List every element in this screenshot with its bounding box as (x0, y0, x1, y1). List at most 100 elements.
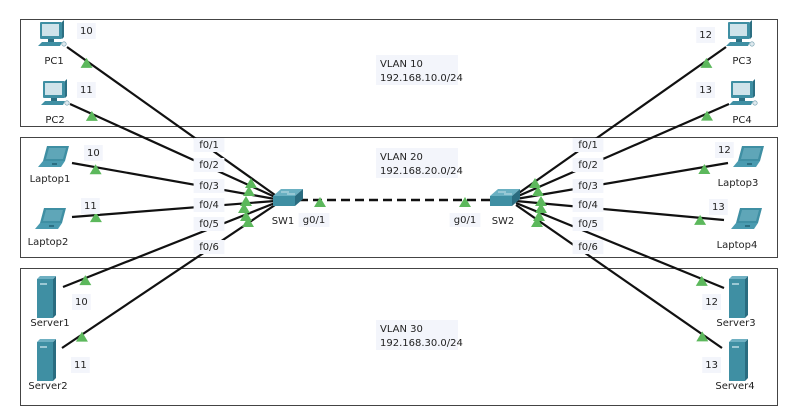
sw1-switch-icon[interactable] (273, 189, 303, 206)
link-status-sw1-f0-2 (243, 186, 255, 196)
link-status-sw2-f0-3 (535, 196, 547, 206)
server3-label-text: Server3 (716, 318, 755, 329)
link-status-server1 (79, 275, 92, 286)
sw2-port-f0-6-text: f0/6 (578, 242, 598, 253)
sw1-port-f0-5-text: f0/5 (199, 219, 219, 230)
link-status-sw1-g0-1 (314, 197, 326, 207)
link-laptop2-sw1[interactable] (71, 199, 276, 219)
server3-label: Server3 (716, 318, 755, 329)
link-status-sw1-f0-1 (245, 178, 257, 188)
link-pc1-sw1[interactable] (66, 46, 276, 196)
link-pc2-sw1[interactable] (69, 102, 276, 199)
server2-label-text: Server2 (28, 381, 67, 392)
link-status-pc4 (701, 110, 714, 121)
pc1-tag: 10 (77, 23, 96, 39)
laptop2-label: Laptop2 (28, 237, 69, 248)
link-server3-sw2[interactable] (515, 201, 725, 290)
sw1-label-text: SW1 (272, 216, 295, 227)
vlan10-subnet: 192.168.10.0/24 (380, 73, 463, 84)
link-status-laptop1 (89, 164, 102, 175)
pc3-pc-icon[interactable] (726, 20, 755, 47)
sw2-port-f0-2-text: f0/2 (578, 160, 598, 171)
laptop3-tag: 12 (715, 142, 734, 158)
pc2-pc-icon[interactable] (41, 79, 70, 106)
link-pc4-sw2[interactable] (515, 102, 730, 199)
pc4-label-text: PC4 (732, 115, 751, 126)
pc3-tag-text: 12 (699, 30, 712, 41)
server1-server-icon[interactable] (37, 276, 56, 318)
link-status-server2 (75, 331, 88, 342)
pc4-tag-text: 13 (699, 85, 712, 96)
sw2-port-f0-1: f0/1 (572, 138, 604, 152)
link-status-laptop3 (698, 164, 711, 175)
laptop1-laptop-icon[interactable] (38, 146, 69, 167)
sw1-port-f0-6: f0/6 (193, 240, 225, 254)
laptop3-laptop-icon[interactable] (733, 146, 764, 167)
sw2-port-f0-5: f0/5 (572, 217, 604, 231)
link-laptop3-sw2[interactable] (515, 161, 729, 201)
sw2-label: SW2 (492, 216, 515, 227)
link-status-sw1-f0-6 (242, 217, 254, 227)
link-pc3-sw2[interactable] (515, 46, 727, 196)
sw2-port-g0-1-text: g0/1 (454, 215, 476, 226)
laptop4-laptop-icon[interactable] (731, 208, 762, 229)
sw1-port-f0-2: f0/2 (193, 158, 225, 172)
sw1-port-f0-4-text: f0/4 (199, 200, 219, 211)
pc3-label-text: PC3 (732, 56, 751, 67)
server2-tag-text: 11 (74, 360, 87, 371)
pc1-label-text: PC1 (44, 56, 63, 67)
link-laptop4-sw2[interactable] (515, 199, 725, 222)
sw2-switch-icon[interactable] (490, 189, 520, 206)
vlan30-zone (20, 268, 778, 406)
vlan10-zone (20, 19, 778, 127)
link-status-sw2-f0-2 (532, 186, 544, 196)
link-status-sw2-f0-5 (533, 211, 545, 221)
server3-server-icon[interactable] (729, 276, 748, 318)
sw2-port-g0-1: g0/1 (449, 213, 481, 227)
link-server2-sw1[interactable] (61, 204, 276, 349)
server2-server-icon[interactable] (37, 339, 56, 381)
server3-tag-text: 12 (705, 297, 718, 308)
server4-server-icon[interactable] (729, 339, 748, 381)
sw2-label-text: SW2 (492, 216, 515, 227)
vlan10-label: VLAN 10 192.168.10.0/24 (376, 55, 463, 85)
sw1-label: SW1 (272, 216, 295, 227)
laptop3-label: Laptop3 (718, 178, 759, 189)
link-status-laptop2 (89, 212, 102, 223)
link-laptop1-sw1[interactable] (71, 161, 276, 201)
laptop4-label-text: Laptop4 (717, 240, 758, 251)
sw2-port-f0-2: f0/2 (572, 158, 604, 172)
pc2-tag-text: 11 (80, 85, 93, 96)
sw2-port-f0-1-text: f0/1 (578, 140, 598, 151)
server4-label: Server4 (715, 381, 754, 392)
link-server1-sw1[interactable] (62, 201, 276, 289)
link-status-pc1 (80, 57, 93, 68)
pc1-tag-text: 10 (80, 26, 93, 37)
pc4-pc-icon[interactable] (729, 79, 758, 106)
laptop4-tag: 13 (709, 199, 728, 215)
link-status-pc2 (85, 110, 98, 121)
pc2-label-text: PC2 (45, 115, 64, 126)
sw2-port-f0-5-text: f0/5 (578, 219, 598, 230)
vlan20-name: VLAN 20 (380, 152, 423, 163)
link-status-server4 (696, 331, 709, 342)
vlan20-label: VLAN 20 192.168.20.0/24 (376, 148, 463, 178)
laptop1-label-text: Laptop1 (30, 174, 71, 185)
server1-tag-text: 10 (75, 297, 88, 308)
sw2-port-f0-4: f0/4 (572, 198, 604, 212)
laptop2-tag: 11 (81, 198, 100, 214)
vlan20-zone (20, 137, 778, 258)
laptop1-label: Laptop1 (30, 174, 71, 185)
vlan30-name: VLAN 30 (380, 324, 423, 335)
link-status-sw1-f0-4 (238, 203, 250, 213)
link-server4-sw2[interactable] (515, 204, 723, 349)
pc1-pc-icon[interactable] (38, 20, 67, 47)
server4-tag: 13 (702, 357, 721, 373)
sw2-port-f0-4-text: f0/4 (578, 200, 598, 211)
sw1-port-f0-2-text: f0/2 (199, 160, 219, 171)
server4-label-text: Server4 (715, 381, 754, 392)
laptop2-laptop-icon[interactable] (35, 208, 66, 229)
pc2-tag: 11 (77, 82, 96, 98)
laptop4-tag-text: 13 (712, 202, 725, 213)
